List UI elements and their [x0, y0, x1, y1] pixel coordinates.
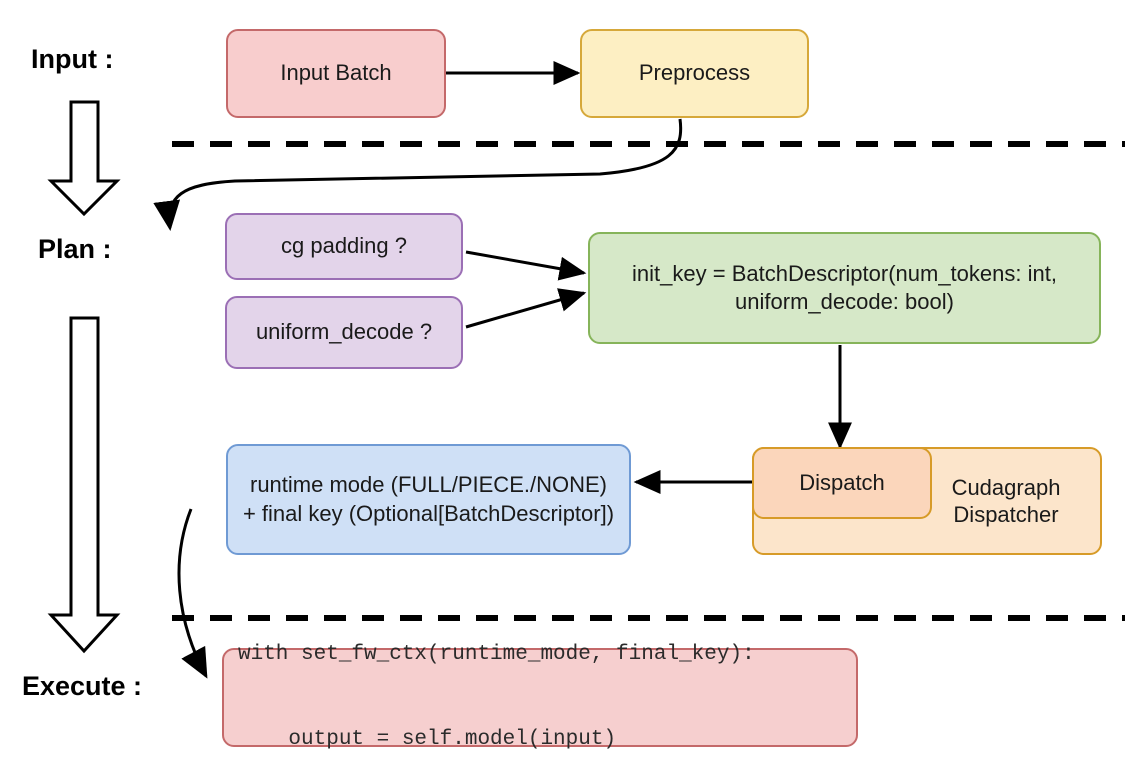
node-uniform-decode[interactable]: uniform_decode ?: [225, 296, 463, 369]
preprocess-to-cg-padding-arrow: [153, 118, 683, 231]
node-input-batch-label: Input Batch: [280, 60, 392, 86]
node-execute-code[interactable]: with set_fw_ctx(runtime_mode, final_key)…: [222, 643, 858, 751]
node-cg-padding-label: cg padding ?: [281, 233, 407, 259]
stage-label-plan: Plan :: [38, 234, 112, 264]
node-cudagraph-dispatcher-line2: Dispatcher: [953, 502, 1059, 527]
node-init-key-line2: uniform_decode: bool): [735, 289, 954, 314]
node-uniform-decode-label: uniform_decode ?: [255, 319, 433, 345]
node-runtime-mode[interactable]: runtime mode (FULL/PIECE./NONE) + final …: [226, 444, 631, 555]
node-preprocess[interactable]: Preprocess: [580, 29, 809, 118]
node-dispatch-label: Dispatch: [799, 469, 885, 495]
plan-stage-block-arrow: [47, 316, 121, 654]
node-preprocess-label: Preprocess: [638, 60, 751, 86]
stage-label-input: Input :: [31, 44, 114, 74]
node-cudagraph-dispatcher-line1: Cudagraph: [951, 474, 1061, 500]
node-init-key[interactable]: init_key = BatchDescriptor(num_tokens: i…: [588, 232, 1101, 344]
node-dispatch[interactable]: Dispatch: [752, 447, 932, 519]
uniform-decode-to-init-key-arrow: [465, 288, 587, 329]
node-init-key-line1: init_key = BatchDescriptor(num_tokens: i…: [632, 260, 1057, 286]
node-runtime-mode-line1: runtime mode (FULL/PIECE./NONE): [250, 472, 607, 498]
runtime-mode-to-execute-code-arrow: [177, 508, 208, 679]
node-execute-code-line1: with set_fw_ctx(runtime_mode, final_key)…: [238, 642, 755, 666]
node-execute-code-line2: output = self.model(input): [238, 727, 617, 751]
node-cg-padding[interactable]: cg padding ?: [225, 213, 463, 280]
node-input-batch[interactable]: Input Batch: [226, 29, 446, 118]
cg-padding-to-init-key-arrow: [465, 250, 587, 281]
stage-label-execute: Execute :: [22, 671, 143, 701]
node-runtime-mode-line2: + final key (Optional[BatchDescriptor]): [242, 500, 615, 526]
input-stage-block-arrow: [47, 100, 121, 217]
